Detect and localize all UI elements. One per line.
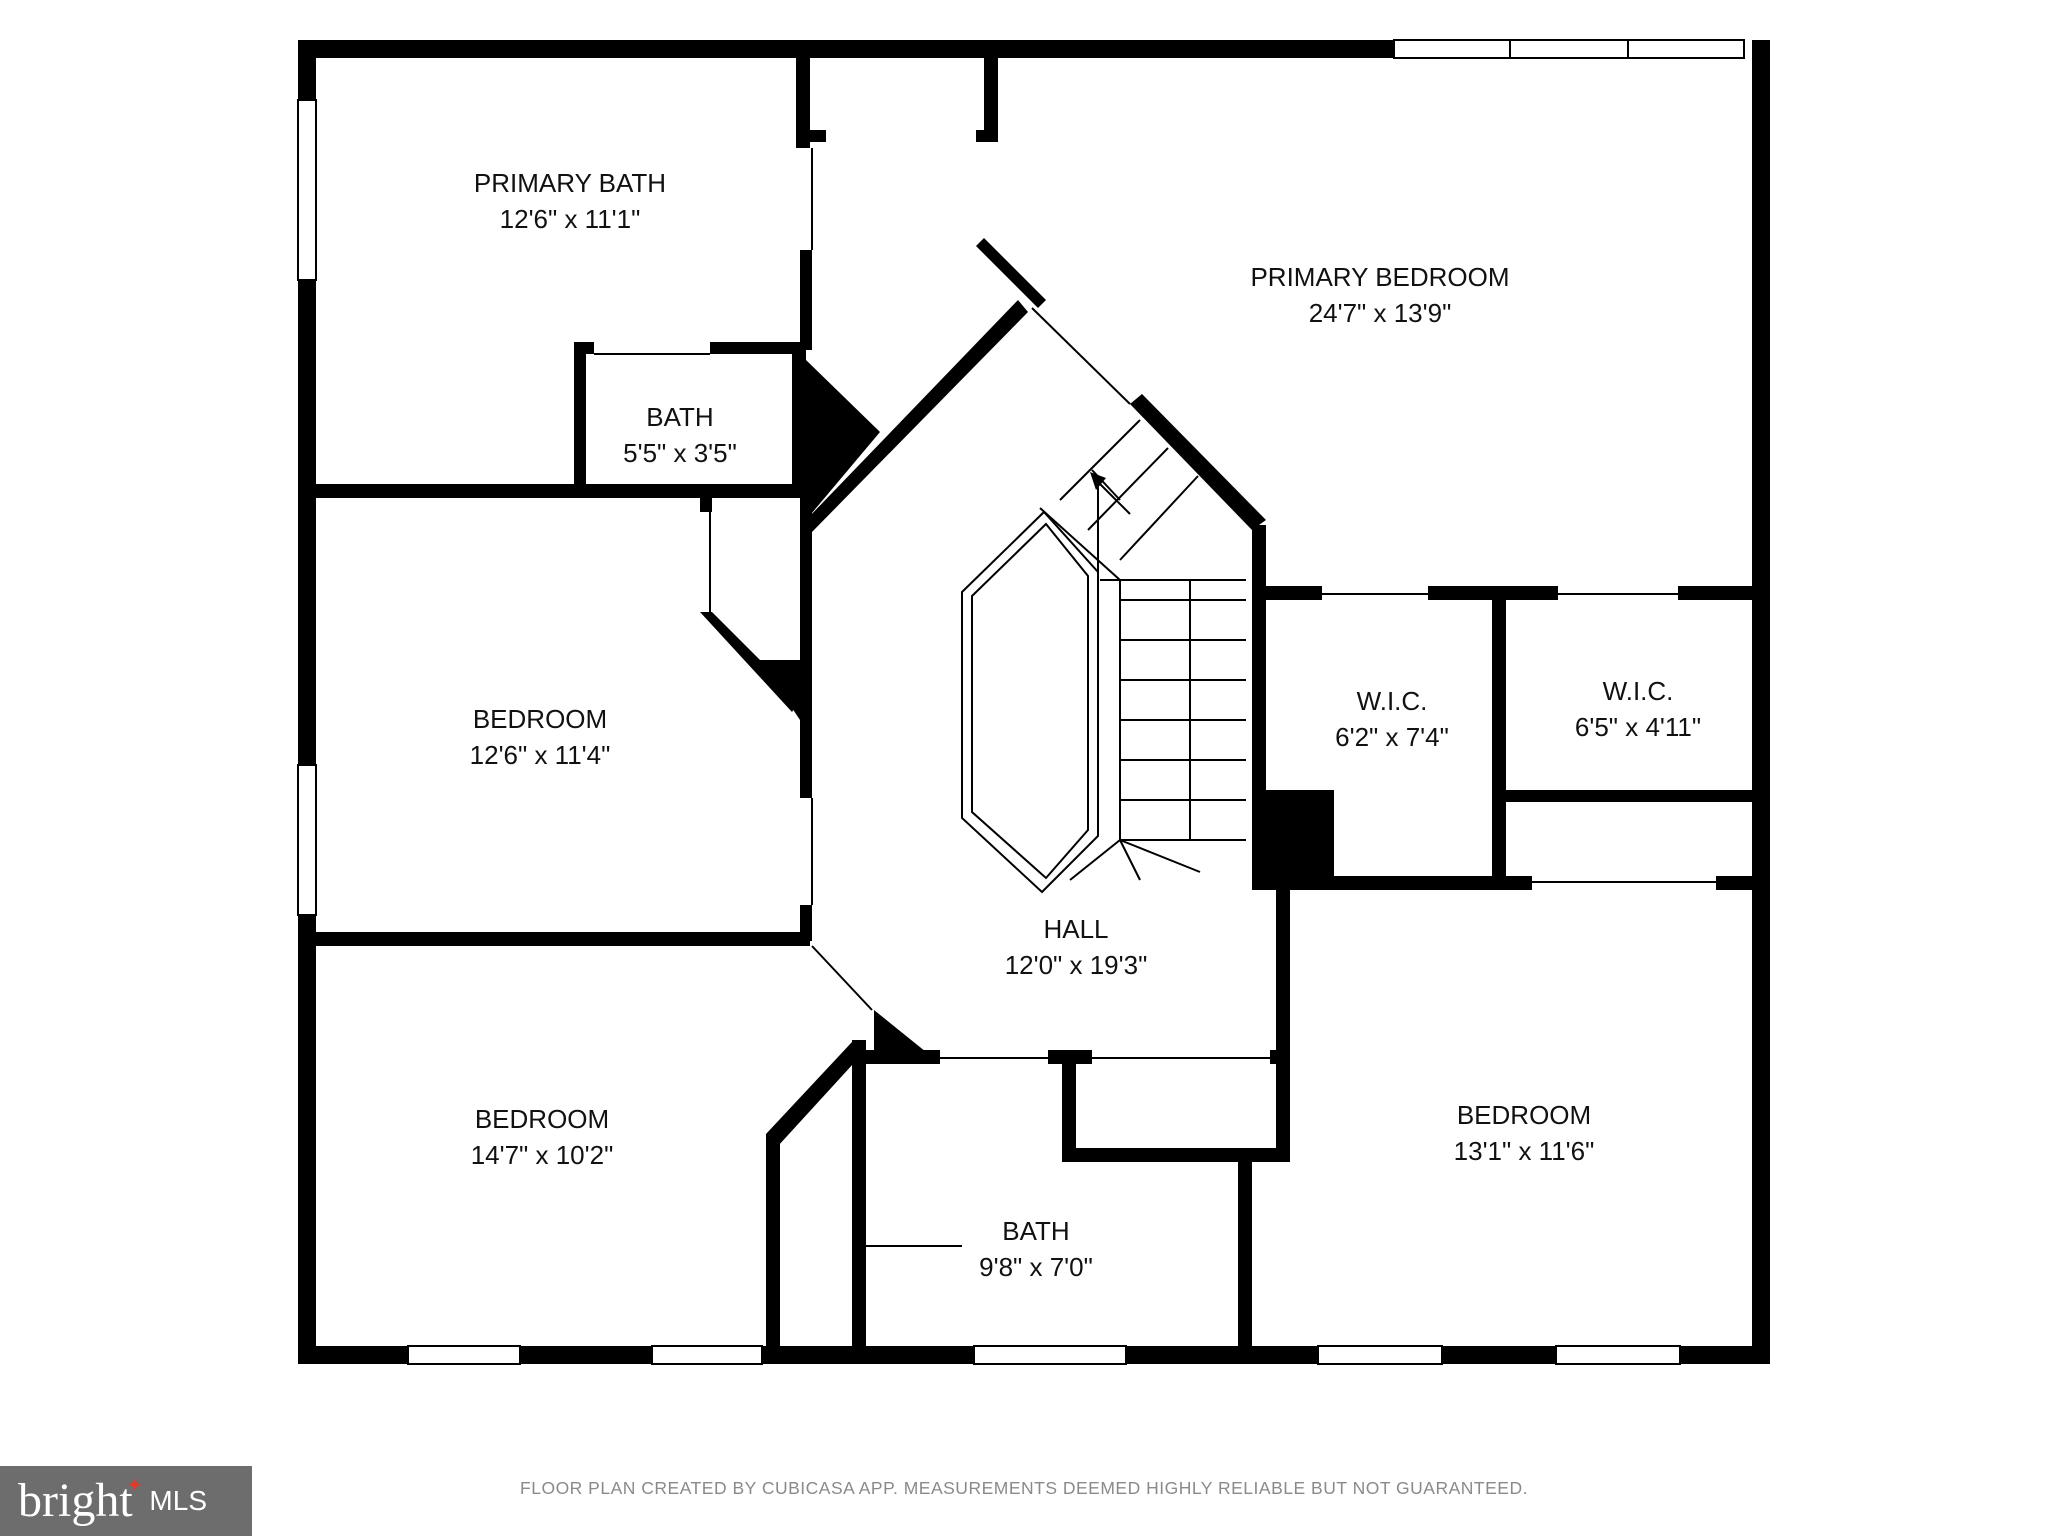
room-name-bedroom-bottom-left: BEDROOM — [475, 1104, 609, 1134]
stair-up-arrow — [1090, 472, 1131, 515]
room-dims-wic-left: 6'2" x 7'4" — [1335, 722, 1449, 752]
windows — [297, 39, 1745, 1365]
room-name-bath-bottom: BATH — [1002, 1216, 1069, 1246]
staircase — [961, 419, 1246, 894]
floor-plan: PRIMARY BATH 12'6" x 11'1" PRIMARY BEDRO… — [297, 39, 1770, 1365]
room-labels: PRIMARY BATH 12'6" x 11'1" PRIMARY BEDRO… — [470, 168, 1701, 1282]
room-dims-primary-bedroom: 24'7" x 13'9" — [1309, 298, 1452, 328]
room-dims-bath-bottom: 9'8" x 7'0" — [979, 1252, 1093, 1282]
room-dims-bath-small: 5'5" x 3'5" — [623, 438, 737, 468]
room-name-primary-bath: PRIMARY BATH — [474, 168, 666, 198]
logo-brand-text: bright — [18, 1474, 133, 1527]
room-name-wic-right: W.I.C. — [1603, 676, 1674, 706]
room-dims-wic-right: 6'5" x 4'11" — [1575, 712, 1701, 742]
room-dims-bedroom-bottom-left: 14'7" x 10'2" — [471, 1140, 614, 1170]
room-name-primary-bedroom: PRIMARY BEDROOM — [1250, 262, 1509, 292]
room-dims-hall: 12'0" x 19'3" — [1005, 950, 1148, 980]
room-dims-bedroom-mid-left: 12'6" x 11'4" — [470, 740, 611, 770]
bright-mls-logo: bright ✦ MLS — [0, 1466, 252, 1536]
room-dims-bedroom-bottom-right: 13'1" x 11'6" — [1454, 1136, 1595, 1166]
disclaimer-footer: FLOOR PLAN CREATED BY CUBICASA APP. MEAS… — [520, 1478, 1528, 1498]
interior-walls — [316, 58, 1752, 1346]
room-name-bedroom-bottom-right: BEDROOM — [1457, 1100, 1591, 1130]
logo-star-icon: ✦ — [126, 1474, 144, 1497]
room-name-bath-small: BATH — [646, 402, 713, 432]
room-name-wic-left: W.I.C. — [1357, 686, 1428, 716]
logo-mls-text: MLS — [149, 1485, 207, 1516]
doors — [594, 148, 1716, 1340]
room-dims-primary-bath: 12'6" x 11'1" — [500, 204, 641, 234]
room-name-hall: HALL — [1043, 914, 1108, 944]
room-name-bedroom-mid-left: BEDROOM — [473, 704, 607, 734]
